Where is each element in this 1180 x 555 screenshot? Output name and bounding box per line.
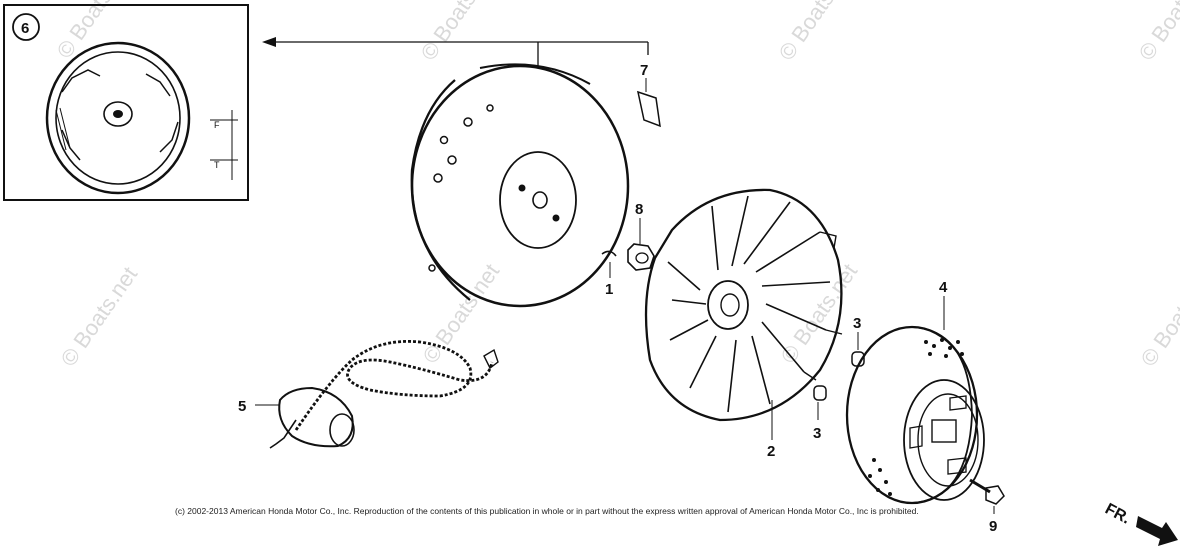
flywheel bbox=[410, 63, 630, 308]
part-3-collar-lower: 3 bbox=[813, 385, 827, 442]
part-7: 7 bbox=[636, 62, 661, 128]
callout-4: 4 bbox=[939, 279, 948, 296]
part-8-nut: 8 bbox=[627, 201, 655, 271]
callout-5: 5 bbox=[238, 398, 246, 415]
inset-box: F T 6 bbox=[3, 4, 249, 201]
callout-3b: 3 bbox=[813, 425, 821, 442]
watermark-2: © Boats.net bbox=[416, 0, 503, 65]
watermark-1: © Boats.net bbox=[52, 0, 139, 63]
callout-9: 9 bbox=[989, 518, 997, 535]
callout-6: 6 bbox=[21, 20, 29, 37]
watermark-3: © Boats.net bbox=[774, 0, 861, 65]
watermarks: © Boats.net © Boats.net © Boats.net © Bo… bbox=[52, 0, 1180, 371]
part-9-bolt: 9 bbox=[969, 478, 1005, 535]
part-5-rope-handle: 5 bbox=[238, 340, 499, 449]
callout-1: 1 bbox=[605, 281, 613, 298]
fr-label: FR. bbox=[1102, 501, 1133, 528]
callout-2: 2 bbox=[767, 443, 775, 460]
front-direction-indicator: FR. bbox=[1102, 501, 1178, 546]
svg-text:T: T bbox=[214, 160, 220, 170]
copyright-notice: (c) 2002-2013 American Honda Motor Co., … bbox=[175, 506, 919, 516]
callout-7: 7 bbox=[640, 62, 648, 79]
fr-arrow-icon bbox=[1136, 516, 1178, 546]
watermark-8: © Boats.net bbox=[1136, 262, 1180, 371]
watermark-4: © Boats.net bbox=[1134, 0, 1180, 65]
leader-to-inset bbox=[262, 37, 649, 66]
callout-8: 8 bbox=[635, 201, 643, 218]
svg-text:F: F bbox=[214, 120, 220, 130]
watermark-5: © Boats.net bbox=[56, 262, 143, 371]
part-4-pulley: 4 bbox=[845, 279, 985, 505]
part-1-washer: 1 bbox=[601, 250, 617, 298]
part-2-fan: 2 bbox=[644, 188, 843, 460]
callout-3a: 3 bbox=[853, 315, 861, 332]
